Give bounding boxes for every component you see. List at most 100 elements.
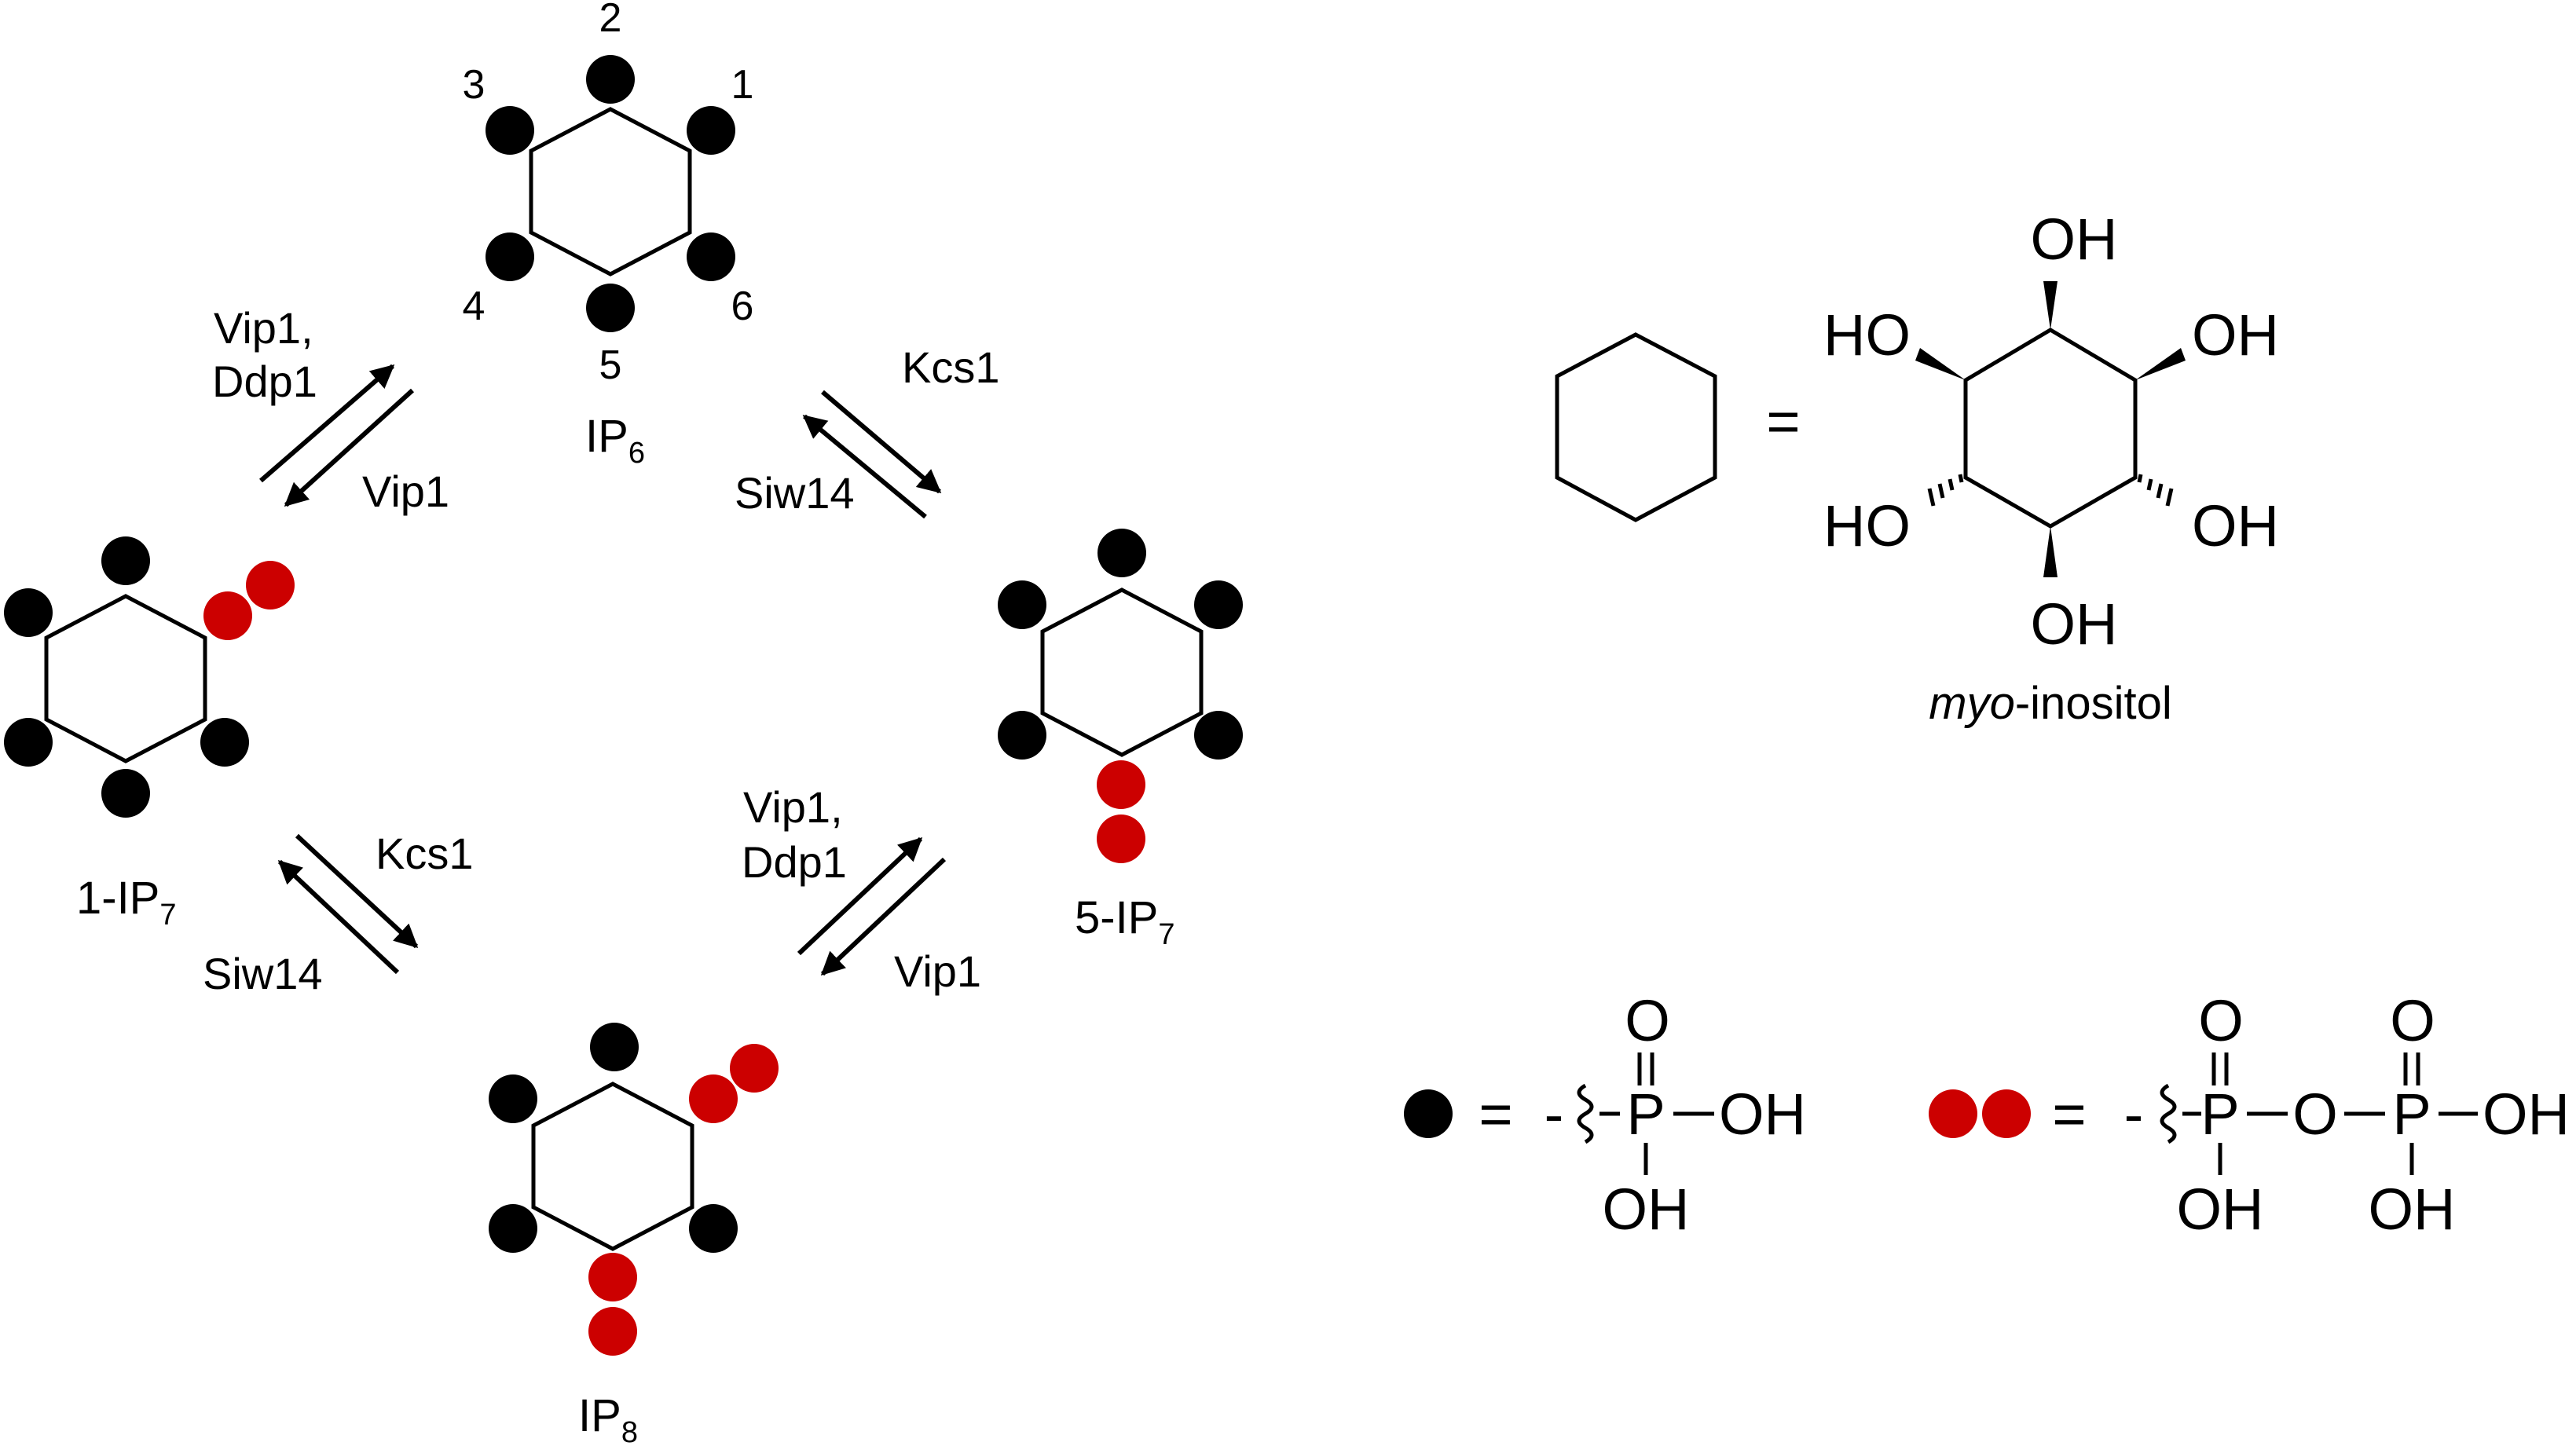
position-label-5: 5 <box>599 342 622 388</box>
enzyme-label-vip1-top-left: Vip1 <box>362 467 449 516</box>
p-label: P <box>1626 1082 1665 1147</box>
oh-label-top: OH <box>2031 207 2118 272</box>
phosphate-dot <box>586 55 635 104</box>
legend-equals-inositol: = <box>1766 389 1800 454</box>
legend-phosphate-dot <box>1404 1089 1453 1138</box>
pyrophosphate-dot <box>588 1253 637 1301</box>
arrow-ip8-to-5ip7 <box>797 836 923 956</box>
myo-inositol-structure: OH OH HO OH HO OH <box>1823 207 2279 657</box>
ip8-label: IP8 <box>578 1390 638 1446</box>
ho-label-lower-left: HO <box>1823 493 1911 558</box>
phosphate-dot <box>998 580 1046 629</box>
5-ip7-molecule <box>998 529 1243 863</box>
oh-label: OH <box>2177 1177 2264 1242</box>
dash-label: - <box>2124 1082 2144 1147</box>
legend-pyrophosphate-dot <box>1982 1089 2031 1138</box>
phosphate-dot <box>689 1204 738 1253</box>
pyrophosphate-dot <box>1097 760 1145 809</box>
enzyme-label-vip1-ddp1-top: Ddp1 <box>212 357 317 406</box>
pyrophosphate-dot <box>730 1044 779 1093</box>
5-ip7-ring <box>1042 590 1201 755</box>
phosphate-dot <box>489 1074 537 1123</box>
pyrophosphate-dot <box>246 561 295 610</box>
5-ip7-label: 5-IP7 <box>1075 892 1175 951</box>
ho-label-upper-left: HO <box>1823 302 1911 368</box>
arrow-5ip7-to-ip8 <box>820 857 947 976</box>
wedge-bond <box>1915 348 1966 380</box>
wedge-bond <box>2043 281 2058 330</box>
bridging-o-label: O <box>2292 1082 2338 1147</box>
phosphate-dot <box>687 232 735 281</box>
1-ip7-ring <box>46 596 205 761</box>
ip8-ring <box>533 1084 692 1249</box>
myo-inositol-caption: myo-inositol <box>1929 678 2171 729</box>
ip6-ring <box>531 109 690 274</box>
o-label: O <box>2198 988 2244 1053</box>
enzyme-label-vip1-ddp1-top: Vip1, <box>214 303 313 353</box>
oh-label: OH <box>2369 1177 2456 1242</box>
pyrophosphate-dot <box>588 1307 637 1356</box>
legend-pyrophosphate-dot <box>1929 1089 1977 1138</box>
phosphate-dot <box>486 232 534 281</box>
phosphate-dot <box>1194 711 1243 760</box>
p-label: P <box>2392 1082 2431 1147</box>
hashed-bond <box>1927 474 1964 507</box>
legend-equals-pyrophosphate: = <box>2052 1082 2086 1147</box>
o-label: O <box>1625 988 1670 1053</box>
position-label-4: 4 <box>463 284 486 329</box>
pyrophosphate-group-structure: - P O OH O P O OH OH <box>2124 988 2570 1242</box>
phosphate-dot <box>586 284 635 332</box>
phosphate-dot <box>200 718 249 767</box>
oh-label: OH <box>1603 1177 1690 1242</box>
position-label-2: 2 <box>599 0 622 41</box>
position-label-1: 1 <box>731 62 754 108</box>
phosphate-dot <box>687 106 735 155</box>
phosphate-dot <box>101 769 150 818</box>
phosphate-dot <box>1097 529 1146 577</box>
arrow-5ip7-to-ip6 <box>802 414 927 519</box>
phosphate-dot <box>590 1023 639 1071</box>
enzyme-label-kcs1-top-right: Kcs1 <box>902 342 1000 392</box>
oh-label-upper-right: OH <box>2192 302 2279 368</box>
ip6-molecule <box>486 55 735 332</box>
dash-label: - <box>1545 1082 1564 1147</box>
1-ip7-label: 1-IP7 <box>76 873 177 932</box>
legend-equals-phosphate: = <box>1479 1082 1512 1147</box>
ip8-molecule <box>489 1023 779 1356</box>
arrow-1ip7-to-ip6 <box>284 388 415 507</box>
oh-label: OH <box>2483 1082 2570 1147</box>
enzyme-label-kcs1-bottom-left: Kcs1 <box>376 829 474 878</box>
oh-label: OH <box>1719 1082 1806 1147</box>
phosphate-dot <box>101 536 150 585</box>
p-label: P <box>2200 1082 2239 1147</box>
position-label-3: 3 <box>463 62 486 108</box>
o-label: O <box>2390 988 2435 1053</box>
phosphate-dot <box>489 1204 537 1253</box>
phosphate-dot <box>1194 580 1243 629</box>
arrow-ip6-to-5ip7 <box>821 390 942 494</box>
pyrophosphate-dot <box>689 1074 738 1123</box>
wavy-bond <box>1577 1083 1594 1144</box>
arrow-1ip7-to-ip8 <box>295 833 419 949</box>
arrow-ip6-to-1ip7 <box>259 364 395 483</box>
wedge-bond <box>2135 348 2186 380</box>
pyrophosphate-dot <box>1097 815 1145 863</box>
phosphate-dot <box>4 588 53 637</box>
enzyme-label-siw14-top-right: Siw14 <box>735 468 855 518</box>
legend-hexagon <box>1555 332 1717 522</box>
phosphate-dot <box>4 718 53 767</box>
wavy-bond <box>2160 1083 2177 1144</box>
enzyme-label-vip1-bottom-right: Vip1 <box>894 946 981 996</box>
hashed-bond <box>2137 474 2174 507</box>
1-ip7-molecule <box>4 536 295 818</box>
inositol-ring <box>1963 328 2138 529</box>
oh-label-lower-right: OH <box>2192 493 2279 558</box>
pyrophosphate-dot <box>203 591 252 640</box>
enzyme-label-vip1-ddp1-bottom: Ddp1 <box>742 837 847 887</box>
position-label-6: 6 <box>731 284 754 329</box>
phosphate-dot <box>998 711 1046 760</box>
wedge-bond <box>2043 526 2058 577</box>
oh-label-bottom: OH <box>2031 591 2118 657</box>
ip6-label: IP6 <box>585 411 645 470</box>
